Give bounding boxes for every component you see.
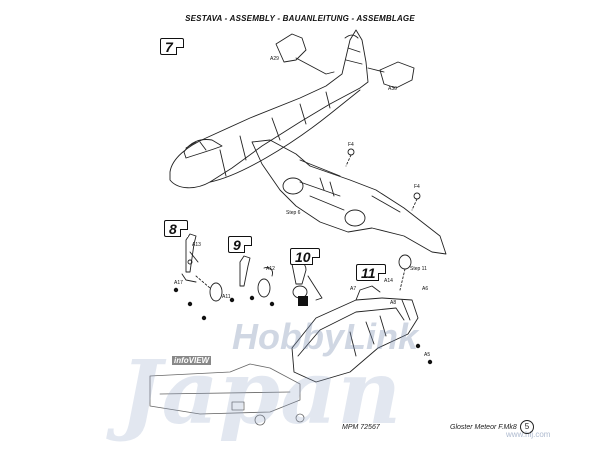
page-header: SESTAVA - ASSEMBLY - BAUANLEITUNG - ASSE… (185, 14, 415, 23)
step-9-box: 9 (228, 236, 252, 253)
fuselage-drawing (169, 29, 369, 189)
part-f4-lower (413, 192, 421, 200)
page-number: 5 (520, 420, 534, 434)
kit-title: Gloster Meteor F.Mk8 (450, 424, 517, 431)
main-gear-step8 (181, 233, 223, 302)
label-f4-upper: F4 (348, 142, 354, 148)
label-a5: A5 (424, 352, 431, 358)
infoview-badge: infoVIEW (172, 356, 212, 365)
label-a30: A30 (388, 86, 397, 92)
step-11-box: 11 (356, 264, 386, 281)
tailplane-right (367, 61, 415, 89)
label-a7: A7 (350, 286, 357, 292)
label-step6: Step 6 (286, 210, 301, 216)
hand-icon (298, 296, 308, 306)
watermark-script: Japan (120, 340, 402, 444)
part-f4-upper (347, 148, 355, 156)
label-a17: A17 (174, 280, 183, 286)
fuselage-section-step11 (291, 254, 419, 383)
label-a11: A11 (222, 294, 231, 300)
label-a29: A29 (270, 56, 279, 62)
watermark-url: www.hlj.com (506, 430, 551, 439)
label-a13: A13 (192, 242, 201, 248)
aircraft-sideview (149, 363, 305, 426)
label-a6: A6 (422, 286, 429, 292)
label-a8: A8 (390, 300, 397, 306)
step-7-box: 7 (160, 38, 184, 55)
label-step11: Step 11 (410, 266, 427, 272)
wing-drawing (251, 139, 447, 255)
label-f4-lower: F4 (414, 184, 420, 190)
tailplane-left (275, 33, 335, 75)
label-a12: A12 (266, 266, 275, 272)
main-gear-step9 (239, 255, 273, 298)
label-a14: A14 (384, 278, 393, 284)
step-8-box: 8 (164, 220, 188, 237)
nose-gear-step10 (291, 261, 323, 301)
kit-code: MPM 72567 (342, 424, 380, 431)
step-10-box: 10 (290, 248, 320, 265)
watermark-brand: HobbyLink (232, 316, 418, 357)
